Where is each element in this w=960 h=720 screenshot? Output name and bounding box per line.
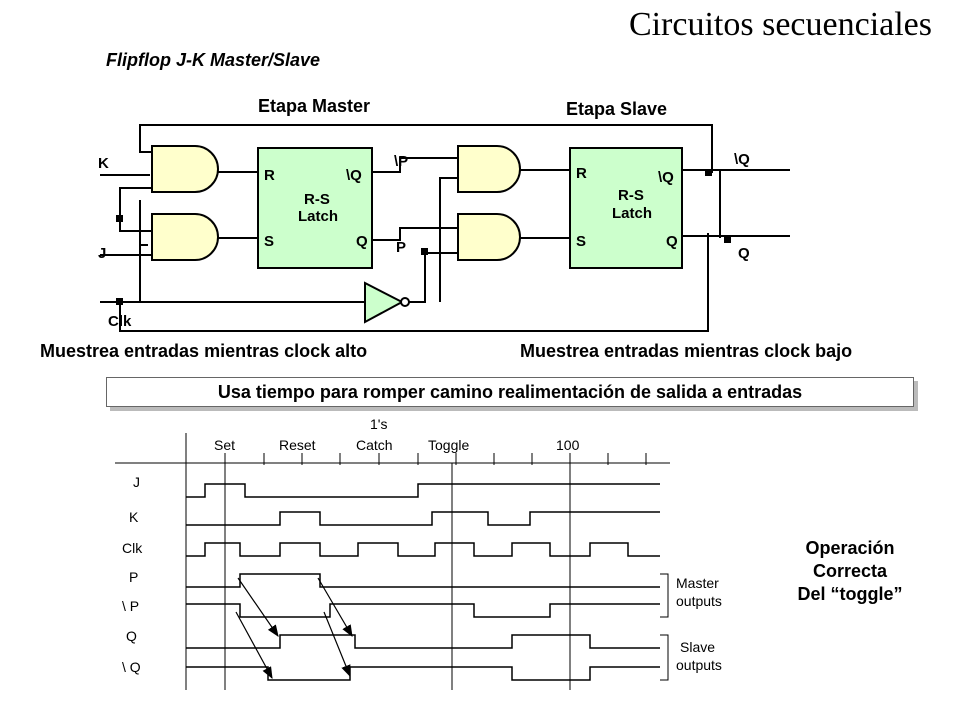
- timing-frame: [115, 433, 670, 690]
- master-outputs-line1: Master: [676, 575, 719, 591]
- feedback-banner: Usa tiempo para romper camino realimenta…: [106, 377, 914, 407]
- signal-k-label: K: [129, 509, 139, 525]
- feedback-qbar-wire: [139, 124, 713, 173]
- master-latch-sub: Latch: [298, 208, 338, 225]
- output-brackets: [660, 573, 669, 681]
- master-and-gate-k: [151, 145, 219, 193]
- operation-note-line2: Correcta: [812, 561, 888, 581]
- master-and-gate-j: [151, 213, 219, 261]
- j-gate-loop-wire: [119, 187, 155, 218]
- slave-caption: Muestrea entradas mientras clock bajo: [520, 341, 853, 361]
- k-input-label: K: [98, 155, 109, 172]
- timing-diagram: Set Reset 1's Catch Toggle 100 J K Clk P…: [115, 416, 722, 690]
- wave-j: [186, 483, 660, 498]
- operation-note-line3: Del “toggle”: [797, 584, 903, 604]
- master-outputs-line2: outputs: [676, 593, 722, 609]
- feedback-q-wire: [119, 233, 709, 332]
- wave-p: [186, 573, 660, 588]
- wave-k: [186, 511, 660, 526]
- wave-clk: [186, 542, 660, 557]
- phase-toggle: Toggle: [428, 437, 469, 453]
- master-latch-name: R-S: [304, 191, 330, 208]
- slave-and-gate-top: [457, 145, 521, 193]
- signal-p-label: P: [129, 569, 138, 585]
- phase-catch: Catch: [356, 437, 393, 453]
- master-caption: Muestrea entradas mientras clock alto: [40, 341, 368, 361]
- phase-ones: 1's: [370, 416, 387, 432]
- pbar-node-label: \P: [394, 153, 408, 170]
- wave-qbar: [186, 666, 660, 681]
- causality-arrows: [235, 577, 353, 680]
- phase-markers: [224, 463, 571, 690]
- circuit-diagram: [100, 124, 790, 332]
- phase-set: Set: [214, 437, 235, 453]
- j-gate-upper-wire: [119, 218, 152, 232]
- slave-stage-label: Etapa Slave: [566, 99, 668, 119]
- slave-pin-q: Q: [666, 233, 678, 250]
- master-pin-s: S: [264, 233, 274, 250]
- slave-pin-r: R: [576, 165, 587, 182]
- operation-note-line1: Operación: [805, 538, 895, 558]
- inverter-out-wire: [408, 252, 460, 303]
- p-wire: [372, 227, 460, 241]
- clk-input-label: Clk: [108, 313, 132, 330]
- clock-inverter: [364, 281, 410, 324]
- master-latch: [257, 147, 373, 269]
- operation-note: Operación Correcta Del “toggle”: [740, 537, 960, 606]
- signal-clk-label: Clk: [122, 540, 143, 556]
- slave-outputs-line2: outputs: [676, 657, 722, 673]
- slave-and-gate-bottom: [457, 213, 521, 261]
- slave-pin-qbar: \Q: [658, 169, 674, 186]
- master-pin-q: Q: [356, 233, 368, 250]
- j-input-label: J: [98, 245, 106, 262]
- phase-100: 100: [556, 437, 580, 453]
- slave-latch-sub: Latch: [612, 205, 652, 222]
- page-subtitle: Flipflop J-K Master/Slave: [106, 50, 321, 70]
- master-stage-label: Etapa Master: [258, 96, 371, 116]
- signal-j-label: J: [133, 474, 140, 490]
- slave-latch-name: R-S: [618, 187, 644, 204]
- phase-reset: Reset: [279, 437, 316, 453]
- master-pin-qbar: \Q: [346, 167, 362, 184]
- waveforms: [186, 483, 660, 681]
- slave-latch: [569, 147, 683, 269]
- slave-pin-s: S: [576, 233, 586, 250]
- page-title: Circuitos secuenciales: [628, 6, 932, 43]
- signal-qbar-label: \ Q: [122, 659, 141, 675]
- master-pin-r: R: [264, 167, 275, 184]
- out-q-label: Q: [738, 245, 750, 262]
- junction-dots: [116, 169, 731, 305]
- wave-q: [186, 634, 660, 649]
- phase-ticks: [224, 453, 647, 465]
- wave-pbar: [186, 603, 660, 618]
- signal-q-label: Q: [126, 628, 137, 644]
- slave-outputs-line1: Slave: [680, 639, 715, 655]
- signal-pbar-label: \ P: [122, 598, 139, 614]
- out-qbar-label: \Q: [734, 151, 750, 168]
- pbar-wire: [372, 157, 460, 173]
- p-node-label: P: [396, 239, 406, 256]
